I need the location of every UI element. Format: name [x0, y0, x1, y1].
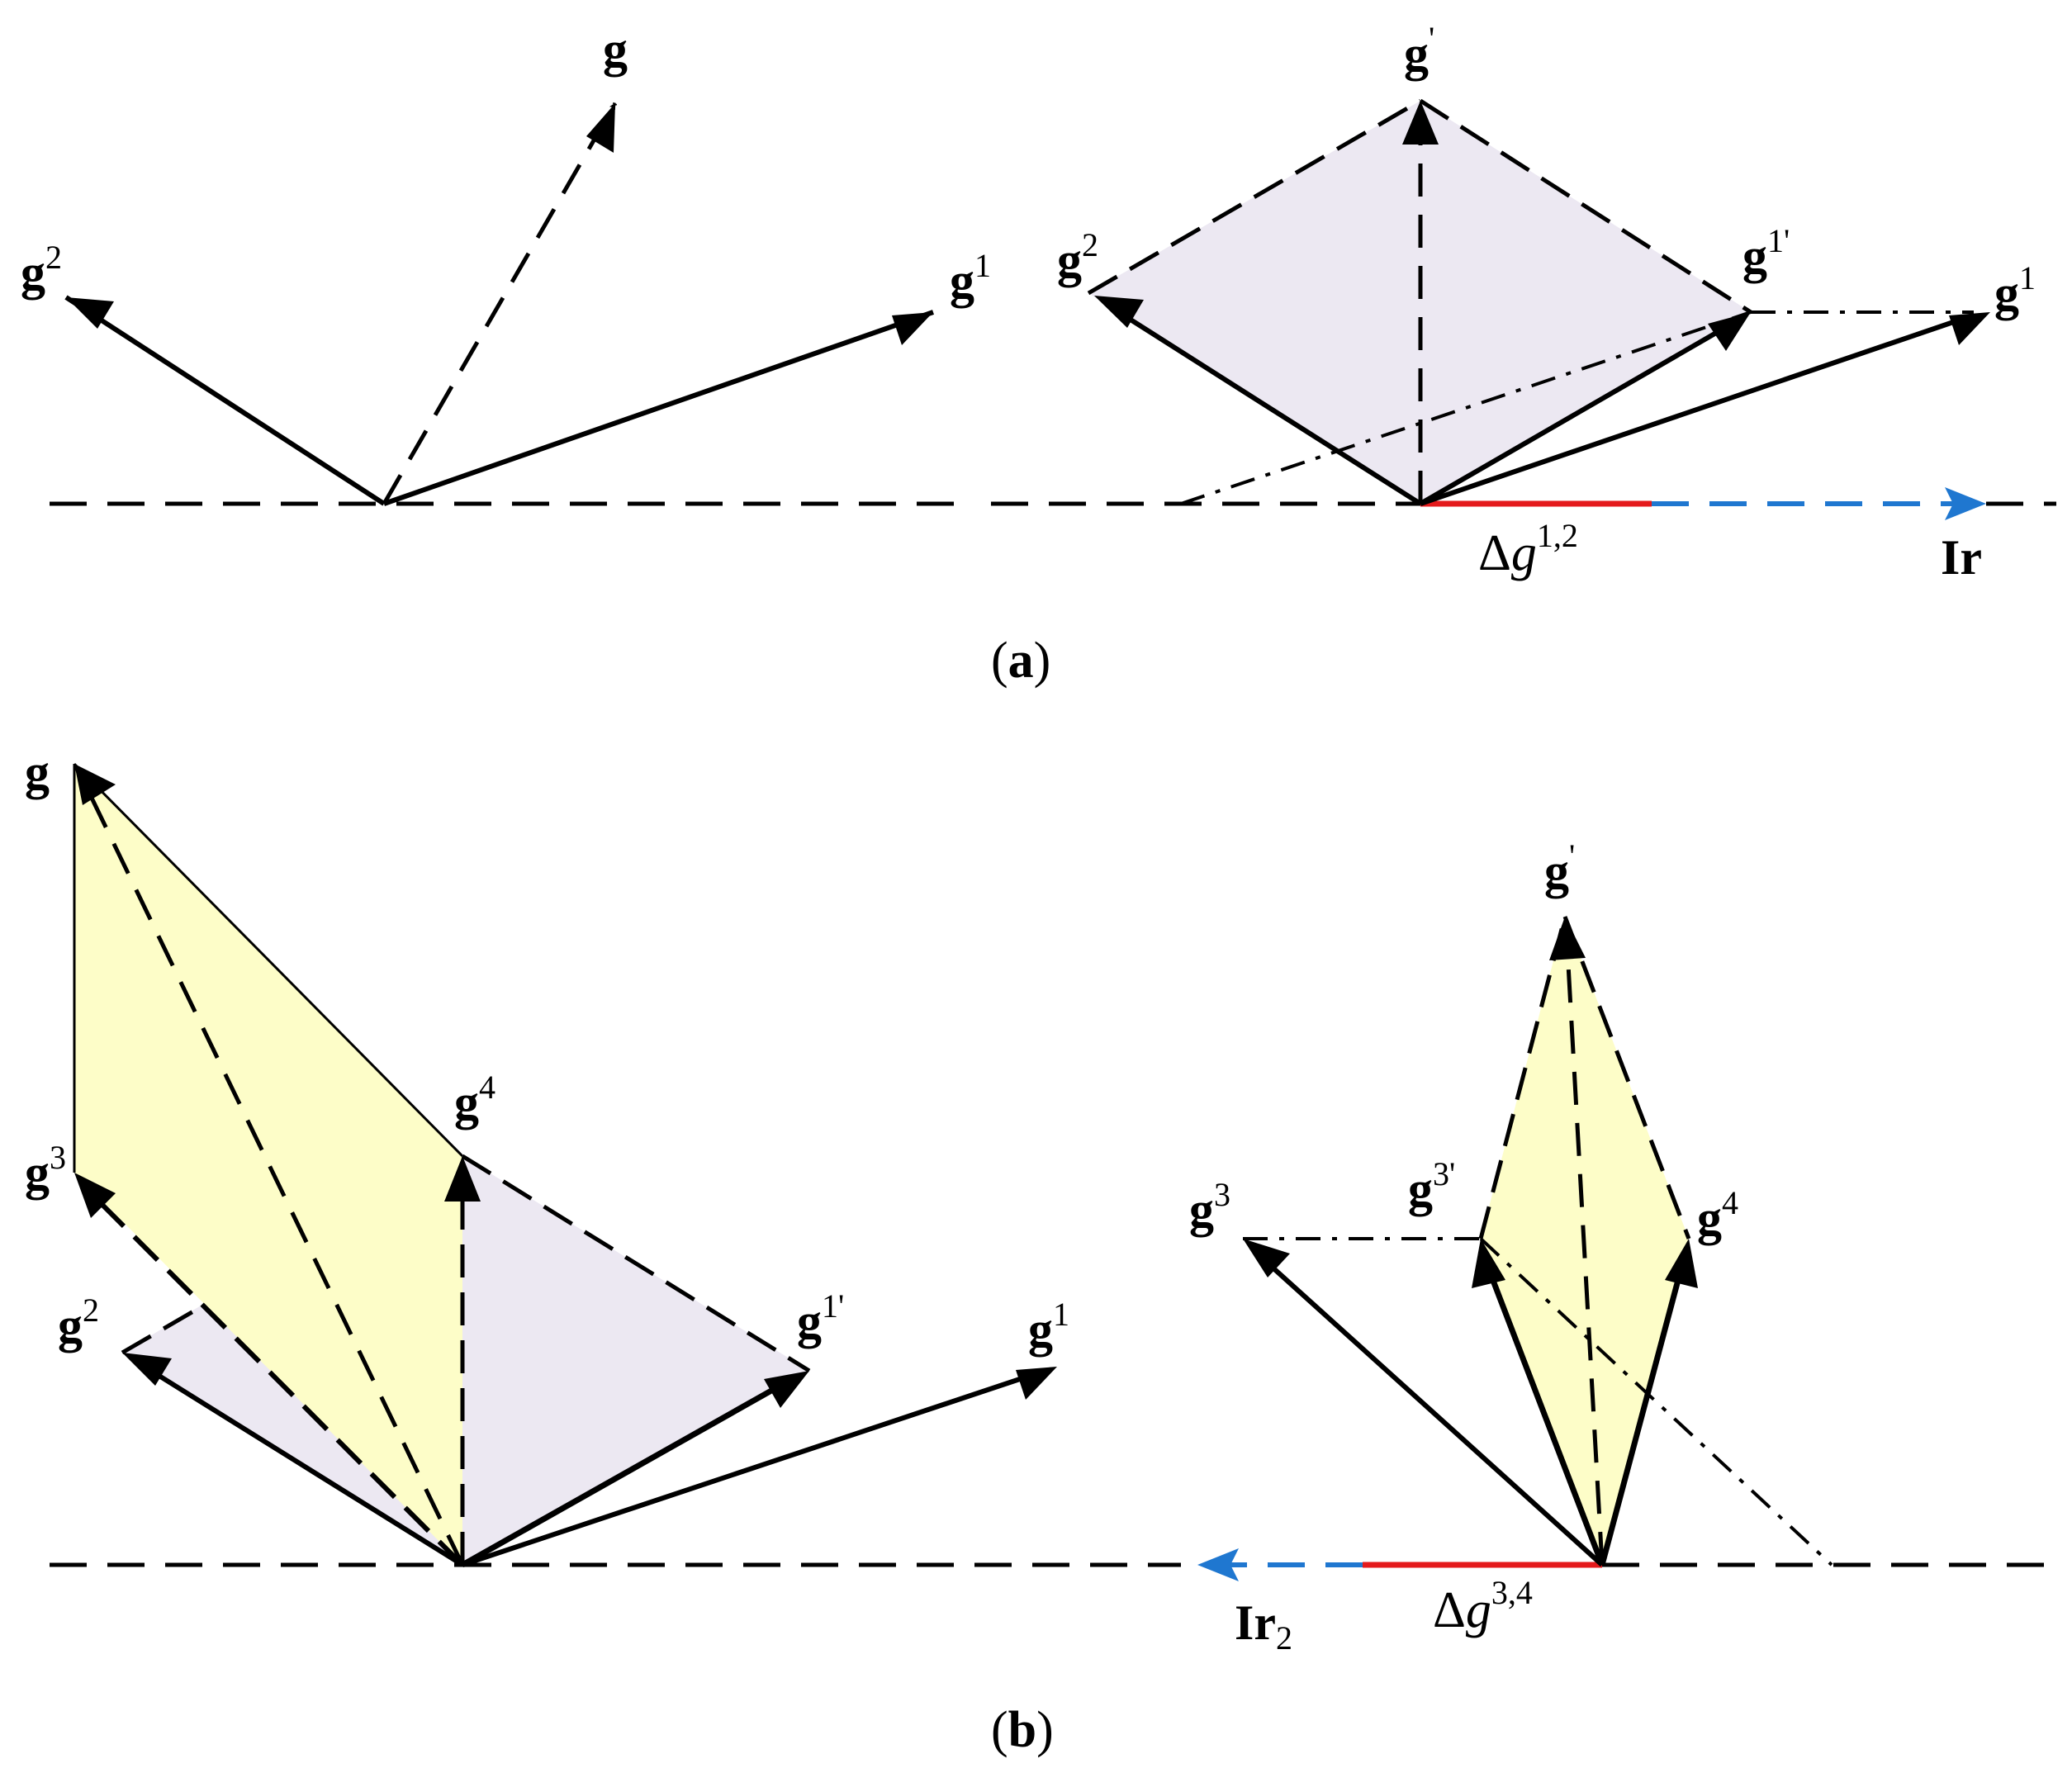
arrowhead-g	[586, 103, 615, 153]
label-g4-b: g4	[454, 1069, 495, 1130]
vector-g3p-b	[1485, 1266, 1605, 1567]
label-ir: Ir	[1941, 530, 1982, 585]
label-gprime-b: g'	[1544, 837, 1575, 898]
edge-g3p-gprime	[1478, 916, 1567, 1239]
vector-g3-b-right	[1261, 1257, 1605, 1567]
label-g2-b: g2	[58, 1292, 99, 1353]
vector-g2	[64, 295, 386, 506]
arrowhead-ir2	[1197, 1548, 1239, 1581]
arrowhead-g3-b-right	[1243, 1239, 1290, 1277]
panel-b-right	[1197, 916, 2056, 1581]
arrowhead-g2	[66, 297, 114, 329]
vector-g2-a	[1113, 307, 1422, 506]
arrowhead-g1	[892, 312, 933, 345]
vector-g-dashed	[382, 102, 618, 505]
label-g1p-b: g1'	[797, 1287, 844, 1349]
arrowhead-g1p-b	[764, 1371, 809, 1408]
panel-a-left	[50, 102, 958, 506]
arrowhead-g3p-b	[1472, 1239, 1505, 1288]
vector-gprime-dashed-b	[1565, 949, 1605, 1566]
arrowhead-g2-a	[1094, 296, 1144, 328]
edge-g2-top	[121, 1302, 206, 1355]
panel-a-right	[991, 98, 2056, 520]
label-g3-b: g3	[25, 1139, 66, 1200]
vector-g2-b	[143, 1364, 464, 1567]
arrowhead-g-b	[74, 764, 116, 805]
vector-g1-a	[1420, 315, 1966, 506]
arrowhead-gprime-b	[1549, 917, 1586, 960]
panel-b-left	[50, 762, 1181, 1568]
label-g3-b-right: g3	[1189, 1176, 1230, 1237]
vector-g1p-a	[1419, 324, 1729, 506]
label-g1-b: g1	[1028, 1296, 1069, 1357]
arrowhead-g4-b	[444, 1156, 481, 1202]
vector-g4-b-right	[1599, 1267, 1685, 1566]
vector-g1-b	[462, 1372, 1033, 1567]
label-g1p-a: g1'	[1742, 222, 1790, 283]
labels: g g2 g1 g' g2 g1' g1 Δg1,2 Ir (a) g g3 g…	[21, 20, 2036, 1758]
edge-g4-g1p	[461, 1154, 811, 1373]
arrowhead-ir	[1945, 487, 1986, 520]
arrowhead-g1-a	[1949, 312, 1990, 345]
caption-b: (b)	[991, 1702, 1054, 1758]
label-g3p-b: g3'	[1408, 1155, 1455, 1216]
yellow-top-edge	[73, 762, 464, 1158]
arrowhead-g1p-a	[1708, 312, 1751, 351]
label-g1-a: g1	[950, 247, 991, 308]
arrowhead-g4-b-right	[1665, 1239, 1698, 1288]
parallelogram-a	[1088, 101, 1751, 504]
edge-gprime-g1p	[1419, 98, 1752, 315]
arrowhead-g2-b	[122, 1353, 172, 1386]
label-g4-b-right: g4	[1697, 1184, 1738, 1245]
label-g2-a: g2	[21, 239, 62, 300]
vector-g1	[383, 310, 934, 506]
vector-g3-b	[88, 1191, 465, 1567]
caption-a: (a)	[991, 633, 1050, 689]
arrowhead-gprime	[1402, 101, 1439, 145]
label-delta-g34: Δg3,4	[1433, 1574, 1533, 1638]
label-g1-a-right: g1	[1994, 259, 2036, 320]
label-g2-a-right: g2	[1057, 226, 1098, 287]
edge-gprime-g4	[1562, 916, 1691, 1239]
vector-g1p-b	[461, 1380, 786, 1568]
arrowhead-g1-b	[1016, 1367, 1057, 1400]
label-ir2: Ir2	[1235, 1595, 1292, 1657]
arrowhead-g3-b	[74, 1173, 116, 1218]
edge-g2-gprime	[1087, 98, 1422, 296]
label-gprime-a: g'	[1404, 20, 1434, 81]
label-g-b: g	[25, 745, 50, 799]
vector-g-dashed-b	[87, 791, 465, 1567]
label-g-a: g	[603, 22, 628, 77]
label-delta-g12: Δg1,2	[1478, 517, 1578, 581]
